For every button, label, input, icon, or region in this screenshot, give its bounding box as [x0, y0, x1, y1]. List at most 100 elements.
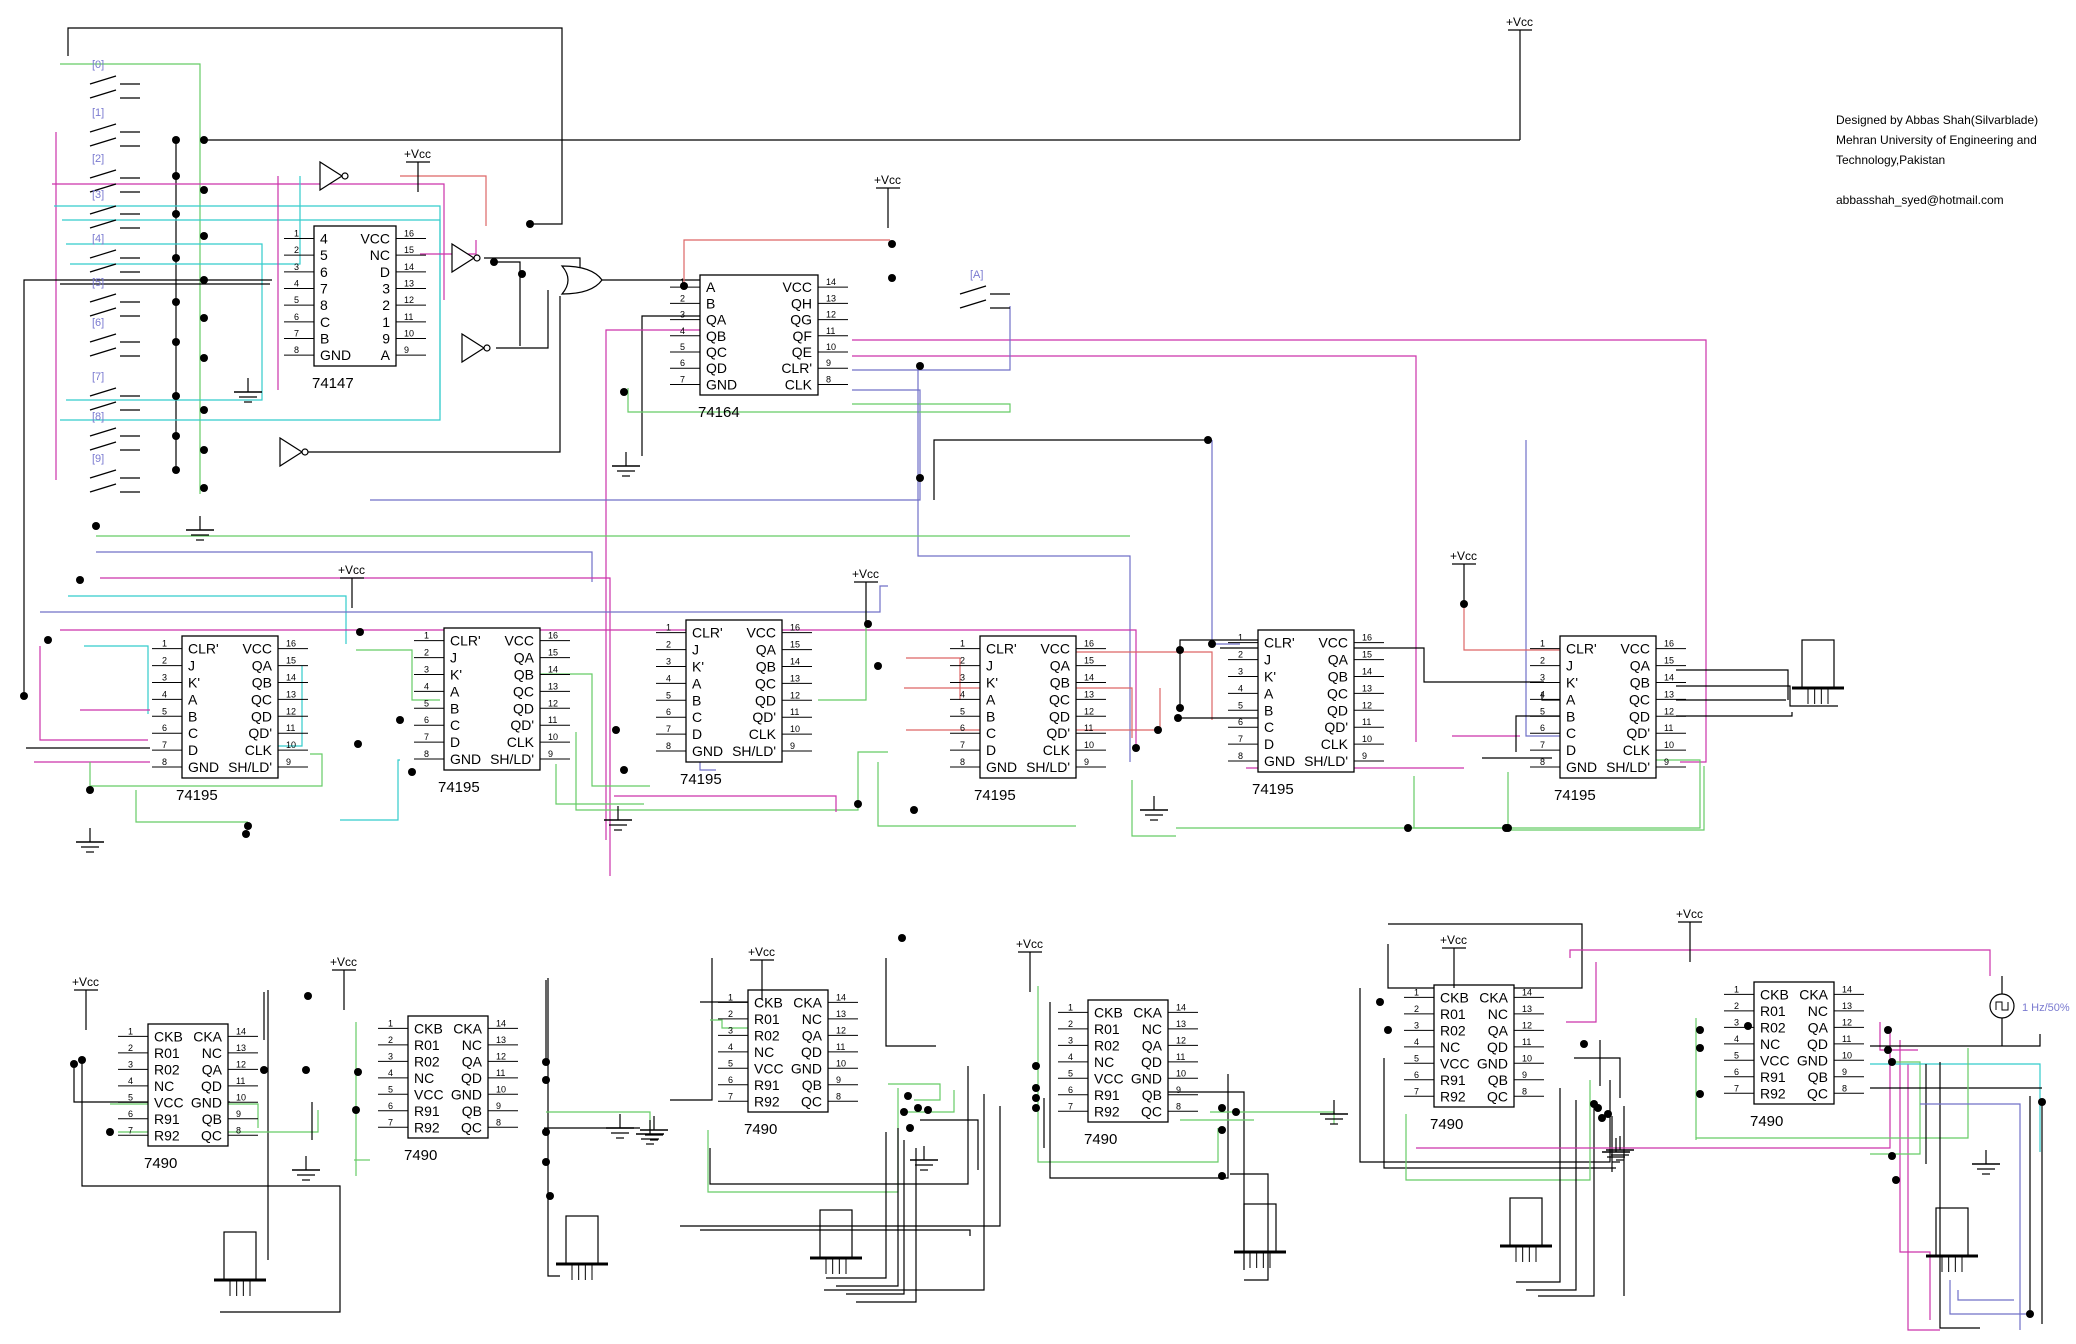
wire — [84, 645, 149, 714]
pin-number: 5 — [388, 1084, 393, 1094]
junction-dot — [854, 800, 862, 808]
switch-blade — [89, 469, 117, 479]
pin-number: 4 — [294, 279, 299, 289]
pin-number: 4 — [128, 1076, 133, 1086]
pin-number: 9 — [1842, 1067, 1847, 1077]
pin-number: 6 — [728, 1075, 733, 1085]
pin-label: QA — [252, 658, 273, 674]
wire — [1899, 1040, 1931, 1320]
wire — [641, 315, 702, 456]
junction-dot — [20, 692, 28, 700]
pin-number: 1 — [1734, 984, 1739, 994]
pin-label: QC — [755, 675, 776, 691]
pin-label: VCC — [154, 1094, 184, 1110]
wire — [575, 732, 888, 811]
switch-blade — [89, 183, 117, 193]
pin-label: D — [1566, 742, 1576, 758]
junction-dot — [1376, 998, 1384, 1006]
switch-blade — [89, 333, 117, 343]
pin-number: 6 — [128, 1109, 133, 1119]
pin-label: QB — [1328, 668, 1348, 684]
pin-number: 2 — [294, 245, 299, 255]
wire — [67, 27, 563, 225]
wire — [420, 240, 477, 255]
wire — [547, 978, 560, 1277]
pin-label: A — [706, 279, 716, 295]
pin-number: 2 — [162, 656, 167, 666]
pin-label: CLK — [245, 742, 273, 758]
pin-label: GND — [986, 759, 1017, 775]
pin-number: 10 — [1522, 1053, 1532, 1063]
wire — [484, 257, 581, 270]
chip-name-label: 7490 — [404, 1147, 437, 1164]
pin-label: CLR' — [986, 641, 1017, 657]
pin-number: 10 — [1842, 1050, 1852, 1060]
pin-number: 8 — [666, 741, 671, 751]
pin-number: 5 — [1238, 700, 1243, 710]
pin-label: QD' — [1626, 725, 1650, 741]
pin-label: QD — [801, 1044, 822, 1060]
pin-number: 14 — [1522, 987, 1532, 997]
wire — [52, 183, 445, 300]
junction-dot — [1218, 1172, 1226, 1180]
pin-label: CKB — [754, 994, 783, 1010]
wire — [39, 646, 148, 741]
inverter-gate — [461, 332, 486, 364]
pin-label: VCC — [242, 641, 272, 657]
pin-number: 6 — [388, 1101, 393, 1111]
wire — [1507, 766, 1705, 831]
pin-number: 1 — [424, 631, 429, 641]
pin-number: 14 — [286, 672, 296, 682]
pin-label: GND — [188, 759, 219, 775]
pin-label: CLK — [749, 726, 777, 742]
pin-label: K' — [450, 666, 462, 682]
wire — [1230, 1173, 1269, 1281]
junction-dot — [44, 636, 52, 644]
pin-label: A — [692, 675, 702, 691]
pin-label: 5 — [320, 247, 328, 263]
wire — [1870, 1034, 2041, 1047]
pin-label: CLR' — [781, 360, 812, 376]
wire — [1939, 1062, 1980, 1329]
junction-dot — [86, 786, 94, 794]
junction-dot — [304, 992, 312, 1000]
pin-number: 4 — [960, 689, 965, 699]
junction-dot — [888, 274, 896, 282]
junction-dot — [200, 136, 208, 144]
pin-label: 3 — [382, 281, 390, 297]
pin-label: QD' — [248, 725, 272, 741]
junction-dot — [1696, 1044, 1704, 1052]
pin-number: 12 — [790, 690, 800, 700]
pin-label: QB — [1808, 1069, 1828, 1085]
pin-number: 8 — [826, 374, 831, 384]
pin-label: A — [381, 347, 391, 363]
switch-label: [7] — [92, 371, 104, 383]
pin-label: C — [320, 314, 330, 330]
pin-number: 13 — [548, 681, 558, 691]
switch-label: [9] — [92, 453, 104, 465]
inverter-gate — [279, 436, 304, 468]
junction-dot — [1032, 1062, 1040, 1070]
pin-label: QA — [706, 312, 727, 328]
pin-label: B — [986, 708, 995, 724]
pin-label: QB — [1142, 1087, 1162, 1103]
pin-label: 4 — [320, 231, 328, 247]
junction-dot — [888, 240, 896, 248]
junction-dot — [1884, 1026, 1892, 1034]
junction-dot — [76, 576, 84, 584]
wire — [1676, 669, 1789, 700]
switch-blade — [89, 401, 117, 411]
pin-label: NC — [802, 1011, 822, 1027]
pin-label: QA — [514, 650, 535, 666]
wire — [1957, 1290, 2014, 1301]
credit-email: abbasshah_syed@hotmail.com — [1836, 193, 2004, 207]
junction-dot — [172, 254, 180, 262]
switch-label: [0] — [92, 59, 104, 71]
pin-number: 8 — [1176, 1101, 1181, 1111]
junction-dot — [242, 830, 250, 838]
pin-number: 16 — [286, 639, 296, 649]
pin-number: 14 — [1362, 666, 1372, 676]
